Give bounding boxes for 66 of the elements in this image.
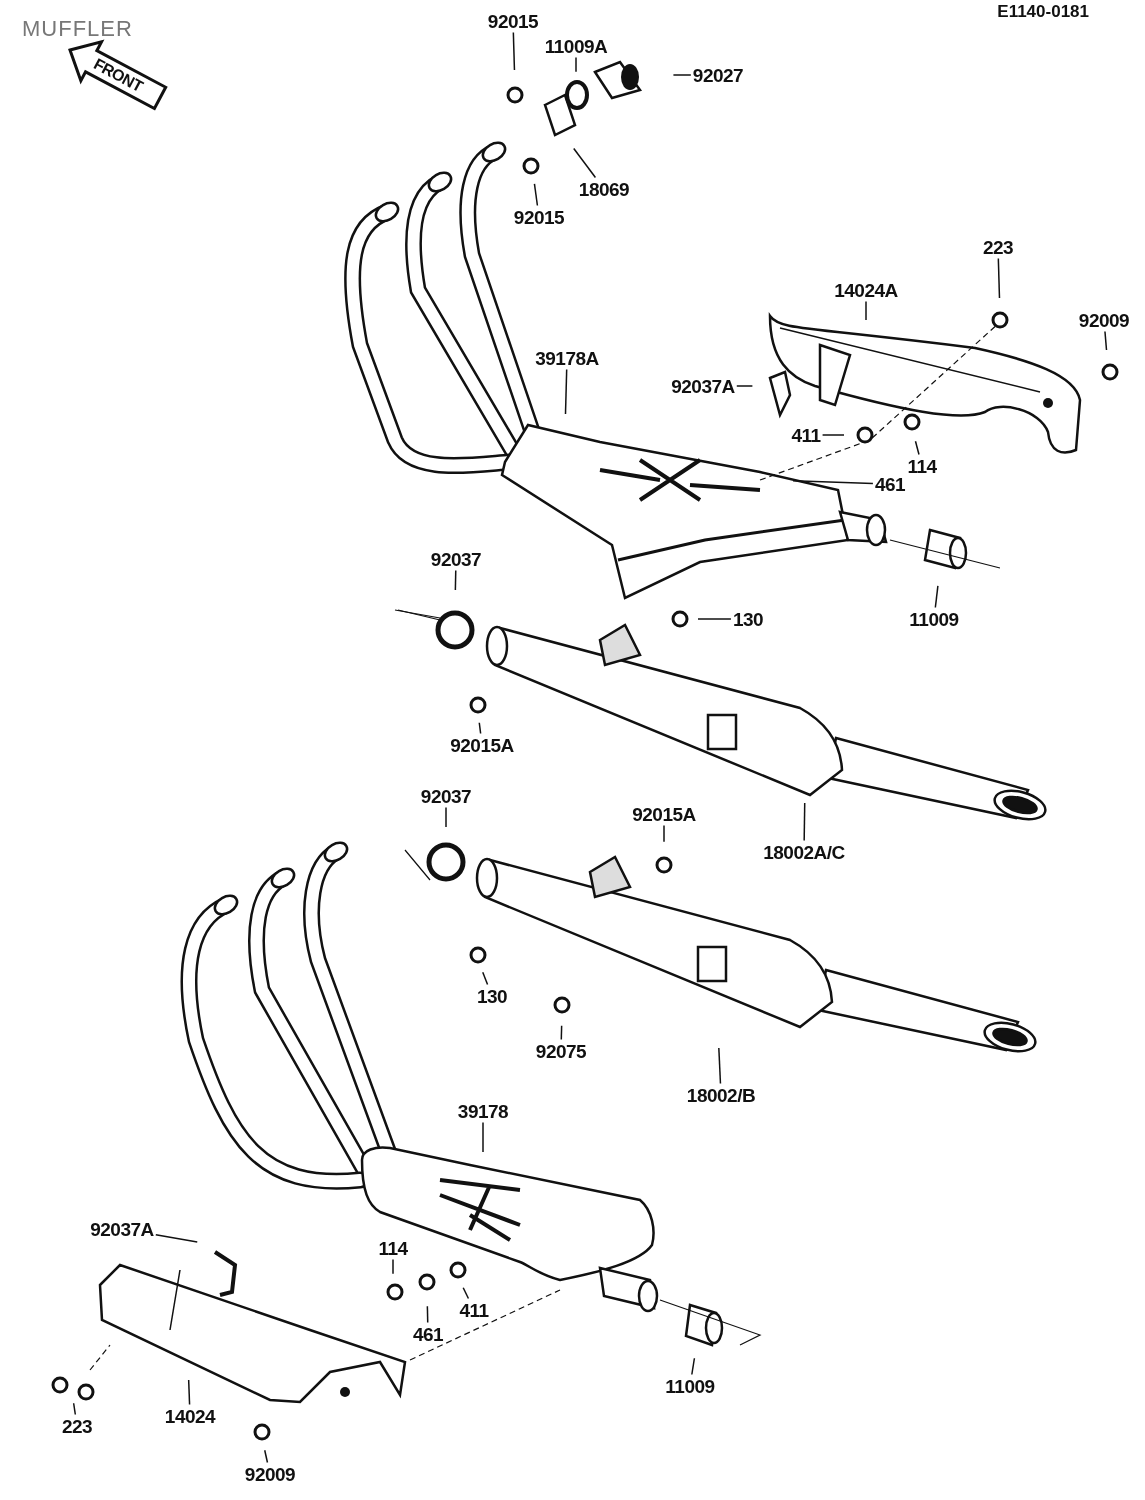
callout-number: 92027 bbox=[692, 65, 744, 85]
leader-line bbox=[718, 1047, 722, 1085]
leader-line bbox=[512, 31, 516, 71]
callout-number: 92009 bbox=[244, 1464, 296, 1484]
leader-line bbox=[573, 147, 597, 179]
callout-number: 14024 bbox=[164, 1406, 216, 1426]
callout-number: 92009 bbox=[1078, 310, 1130, 330]
leader-line bbox=[575, 56, 577, 73]
callout-number: 114 bbox=[907, 456, 937, 476]
leader-line bbox=[663, 824, 665, 843]
callout-number: 18069 bbox=[578, 179, 630, 199]
leader-line bbox=[736, 385, 754, 387]
callout-number: 11009 bbox=[909, 609, 959, 629]
leader-line bbox=[392, 1258, 394, 1275]
callout-number: 223 bbox=[61, 1416, 93, 1436]
leader-line bbox=[426, 1305, 429, 1324]
leader-line bbox=[803, 802, 806, 842]
callout-number: 18002/B bbox=[686, 1085, 756, 1105]
leader-line bbox=[564, 368, 568, 415]
callout-number: 11009 bbox=[665, 1376, 715, 1396]
callout-number: 461 bbox=[874, 474, 906, 494]
callout-number: 92037 bbox=[420, 786, 472, 806]
leader-line bbox=[792, 479, 874, 485]
callout-number: 92037 bbox=[430, 549, 482, 569]
leader-line bbox=[454, 569, 457, 591]
callout-number: 92015A bbox=[450, 735, 514, 755]
leader-line bbox=[445, 806, 447, 828]
leader-line bbox=[1104, 330, 1108, 351]
callout-number: 92075 bbox=[535, 1041, 587, 1061]
leader-line bbox=[72, 1402, 77, 1416]
leader-line bbox=[482, 971, 489, 986]
callout-number: 92037A bbox=[90, 1219, 154, 1239]
callout-number: 92015 bbox=[513, 207, 565, 227]
leader-line bbox=[263, 1449, 269, 1464]
leader-line bbox=[934, 585, 939, 609]
leader-line bbox=[672, 74, 692, 76]
callout-number: 114 bbox=[378, 1238, 408, 1258]
leader-line bbox=[997, 257, 1001, 299]
callout-number: 11009A bbox=[544, 36, 608, 56]
callout-number: 411 bbox=[791, 425, 821, 445]
callout-number: 92015A bbox=[632, 804, 696, 824]
leader-line bbox=[697, 618, 732, 620]
callout-number: 39178A bbox=[535, 348, 599, 368]
leader-line bbox=[865, 300, 867, 321]
leader-line bbox=[691, 1357, 696, 1376]
diagram-title: MUFFLER bbox=[22, 16, 133, 42]
callout-number: 92037A bbox=[671, 376, 735, 396]
callout-number: 411 bbox=[459, 1300, 489, 1320]
leader-line bbox=[478, 722, 482, 735]
leader-line bbox=[462, 1287, 470, 1300]
callout-number: 14024A bbox=[834, 280, 898, 300]
callout-number: 130 bbox=[732, 609, 764, 629]
callout-number: 18002A/C bbox=[763, 842, 845, 862]
leader-line bbox=[560, 1025, 563, 1041]
leader-line bbox=[821, 434, 845, 436]
leader-line bbox=[482, 1121, 484, 1153]
callout-number: 92015 bbox=[487, 11, 539, 31]
leader-line bbox=[155, 1234, 198, 1243]
leader-line bbox=[533, 183, 539, 207]
callout-number: 223 bbox=[982, 237, 1014, 257]
callout-number: 461 bbox=[412, 1324, 444, 1344]
callout-number: 39178 bbox=[457, 1101, 509, 1121]
leader-line bbox=[914, 440, 920, 456]
leader-line bbox=[187, 1379, 191, 1406]
drawing-number: E1140-0181 bbox=[997, 2, 1089, 22]
callout-number: 130 bbox=[476, 986, 508, 1006]
